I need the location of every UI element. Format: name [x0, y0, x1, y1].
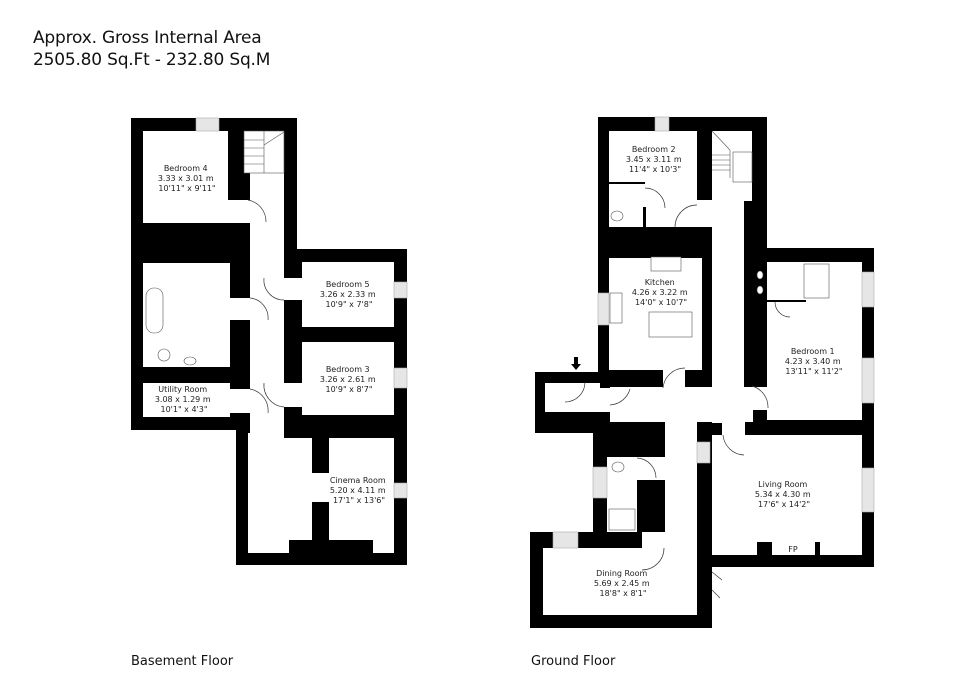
- area-title: Approx. Gross Internal Area: [33, 28, 262, 48]
- window: [552, 531, 579, 549]
- ground-floor-plan: FP: [530, 116, 875, 628]
- window: [654, 116, 670, 132]
- dining-door-gap: [642, 532, 665, 550]
- door-swing-icon: [249, 388, 269, 414]
- stairs-icon: [243, 130, 285, 174]
- door-swing-icon: [263, 277, 285, 301]
- door-swing-icon: [249, 297, 269, 321]
- lower-hall: [665, 420, 697, 550]
- utility-area: [143, 383, 230, 417]
- room-label-living: Living Room 5.34 x 4.30 m 17'6" x 14'2": [755, 480, 813, 509]
- stairs-icon: [711, 130, 753, 183]
- door-swing-icon: [774, 301, 791, 318]
- basement-floor-label: Basement Floor: [131, 654, 234, 669]
- ground-corridor: [610, 387, 753, 422]
- entrance-arrow-icon: [571, 357, 581, 370]
- room-label-bedroom5: Bedroom 5 3.26 x 2.33 m 10'9" x 7'8": [320, 280, 378, 309]
- bedroom4-area: [143, 131, 228, 223]
- window: [592, 466, 608, 499]
- room-label-kitchen: Kitchen 4.26 x 3.22 m 14'0" x 10'7": [632, 278, 690, 307]
- window: [393, 281, 408, 299]
- basement-floor-plan: Bedroom 4 3.33 x 3.01 m 10'11" x 9'11" B…: [131, 117, 408, 565]
- kitchen-sink-icon: [609, 292, 623, 324]
- room-label-cinema: Cinema Room 5.20 x 4.11 m 17'1" x 13'6": [330, 476, 388, 505]
- bathtub-icon: [145, 287, 164, 334]
- utility-door-gap: [230, 389, 250, 413]
- bedroom3-door-gap: [284, 383, 302, 407]
- window: [861, 357, 875, 404]
- bedroom4-door-lobby: [228, 200, 250, 223]
- bedroom5-area: [302, 262, 394, 327]
- bedroom2-door-gap: [697, 200, 712, 227]
- door-swing-icon: [722, 434, 745, 456]
- door-swing-icon: [263, 382, 285, 408]
- window: [195, 117, 220, 132]
- door-swing-icon: [641, 547, 665, 571]
- wall: [609, 182, 645, 184]
- ground-floor-label: Ground Floor: [531, 654, 616, 669]
- dining-area: [543, 548, 697, 615]
- ground-hall: [712, 201, 744, 423]
- wall: [766, 300, 806, 302]
- window: [393, 367, 408, 389]
- bedroom1-door-gap: [744, 387, 767, 410]
- room-label-bedroom1: Bedroom 1 4.23 x 3.40 m 13'11" x 11'2": [785, 347, 843, 376]
- window: [861, 467, 875, 513]
- kitchen-island: [648, 311, 693, 338]
- bedroom5-door-gap: [284, 278, 302, 300]
- bedroom3-area: [302, 342, 394, 415]
- hob-icon: [650, 256, 682, 272]
- room-label-bedroom3: Bedroom 3 3.26 x 2.61 m 10'9" x 8'7": [320, 365, 378, 394]
- shower-room-door-gap: [637, 457, 665, 480]
- sink-icon: [756, 270, 764, 280]
- wall: [312, 502, 329, 542]
- toilet-icon: [157, 348, 171, 362]
- window: [393, 482, 408, 499]
- door-swing-icon: [636, 457, 657, 479]
- bathroom-door-gap: [230, 298, 250, 320]
- toilet-icon: [611, 461, 625, 473]
- wall: [289, 540, 373, 553]
- shower-icon: [608, 508, 636, 531]
- fireplace-label: FP: [788, 545, 798, 554]
- door-swing-icon: [711, 571, 723, 599]
- room-label-bedroom2: Bedroom 2 3.45 x 3.11 m 11'4" x 10'3": [626, 145, 684, 174]
- door-swing-icon: [751, 385, 769, 409]
- wall: [643, 207, 646, 227]
- living-area: [712, 435, 862, 555]
- toilet-icon: [610, 210, 624, 222]
- kitchen-door-gap: [663, 368, 685, 388]
- wall: [312, 438, 329, 473]
- sink-icon: [756, 285, 764, 295]
- window: [597, 292, 610, 326]
- room-label-utility: Utility Room 3.08 x 1.29 m 10'1" x 4'3": [155, 385, 213, 414]
- living-door-gap: [722, 420, 745, 435]
- door-swing-icon: [564, 381, 586, 403]
- room-label-bedroom4: Bedroom 4 3.33 x 3.01 m 10'11" x 9'11": [158, 164, 216, 193]
- door-swing-icon: [247, 199, 267, 223]
- entrance-link: [600, 388, 610, 412]
- basement-hall: [250, 173, 284, 438]
- entrance-area: [545, 383, 600, 412]
- door-swing-icon: [644, 187, 666, 209]
- window: [861, 271, 875, 308]
- ground-stairs-hall: [712, 131, 752, 201]
- room-label-dining: Dining Room 5.69 x 2.45 m 18'8" x 8'1": [594, 569, 652, 598]
- window: [696, 441, 711, 464]
- sink-icon: [183, 356, 197, 366]
- wall: [284, 415, 394, 438]
- area-total: 2505.80 Sq.Ft - 232.80 Sq.M: [33, 50, 271, 70]
- fireplace: [772, 542, 815, 555]
- door-swing-icon: [609, 388, 631, 406]
- door-swing-icon: [674, 204, 698, 228]
- shower-icon: [803, 263, 830, 299]
- door-swing-icon: [662, 367, 686, 389]
